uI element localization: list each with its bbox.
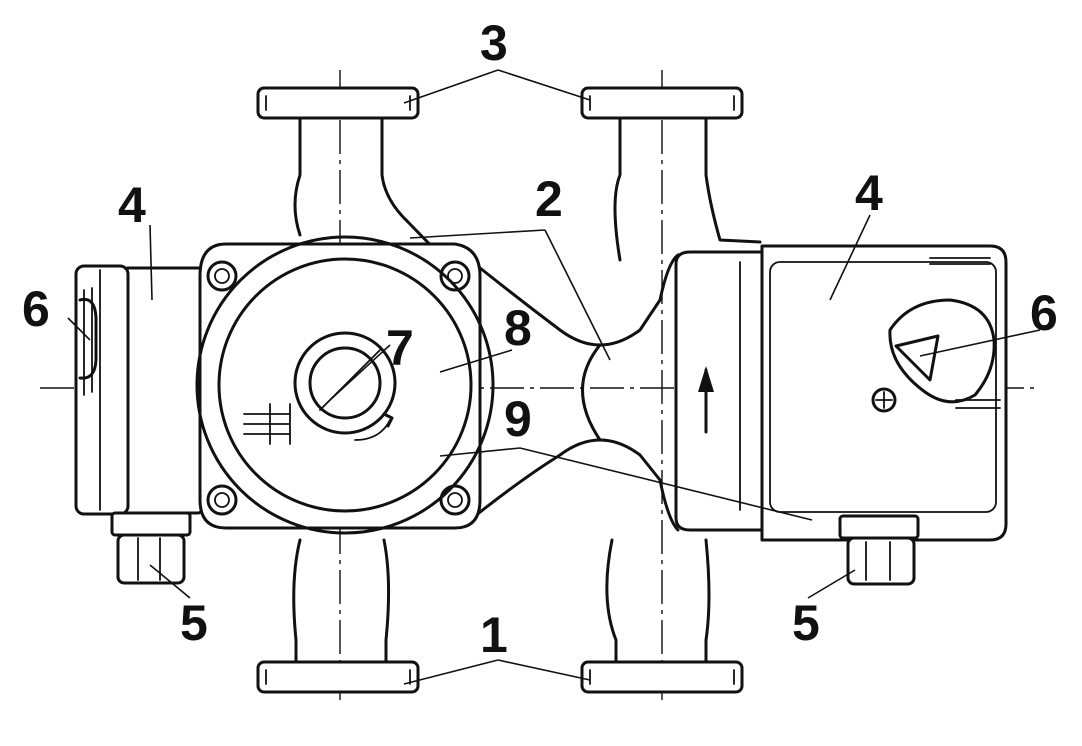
bolt-top-right	[439, 260, 471, 292]
left-pump-head	[195, 235, 495, 535]
right-pipe-branch	[605, 116, 762, 664]
ground-screw-icon	[871, 387, 897, 413]
callout-8: 8	[504, 300, 532, 356]
leader-lines	[67, 69, 1041, 685]
pump-body	[468, 253, 680, 532]
callout-9: 9	[504, 391, 532, 447]
callout-4-right: 4	[855, 165, 883, 221]
callout-4-left: 4	[118, 177, 146, 233]
speed-selector-knob	[888, 298, 1001, 409]
right-cable-gland	[838, 514, 920, 586]
callout-3: 3	[480, 15, 508, 71]
left-motor-housing	[74, 264, 204, 516]
callout-7: 7	[386, 320, 414, 376]
bottom-right-flange	[580, 660, 744, 694]
vent-screw-outer	[293, 331, 397, 435]
callout-5-left: 5	[180, 595, 208, 651]
vent-screw-inner	[308, 346, 382, 420]
callouts: 3 2 4 4 6 6 7 8 9 5 5 1	[22, 15, 1058, 663]
callout-6-right: 6	[1030, 285, 1058, 341]
bolt-top-left	[206, 260, 238, 292]
left-cable-gland	[110, 511, 192, 585]
flanges	[256, 86, 744, 694]
callout-2: 2	[535, 171, 563, 227]
top-left-flange	[256, 86, 420, 120]
bottom-left-flange	[256, 660, 420, 694]
top-right-flange	[580, 86, 744, 120]
callout-1: 1	[480, 607, 508, 663]
right-motor-housing	[674, 244, 1008, 542]
callout-6-left: 6	[22, 281, 50, 337]
callout-5-right: 5	[792, 595, 820, 651]
flow-direction-arrow-icon	[698, 366, 714, 434]
bolt-bottom-left	[206, 484, 238, 516]
rating-plate-marks	[243, 403, 291, 445]
bolt-bottom-right	[439, 484, 471, 516]
left-pipe-branch	[292, 116, 447, 664]
